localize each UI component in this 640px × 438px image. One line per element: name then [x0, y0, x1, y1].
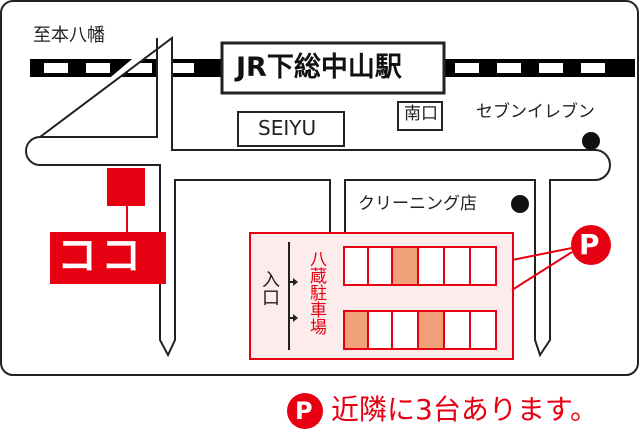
parking-entrance-label: 入口 [259, 270, 280, 306]
south-exit-box [397, 101, 443, 131]
footer-note: 近隣に3台あります。 [331, 393, 599, 426]
parking-row-top [343, 246, 497, 286]
seven-eleven-label: セブンイレブン [476, 102, 595, 122]
footer-p-symbol: P [295, 397, 313, 425]
station-name: JR下総中山駅 [236, 52, 402, 83]
here-marker-label: ココ [57, 233, 145, 279]
here-marker [50, 168, 166, 284]
parking-p-circle [571, 225, 611, 265]
station-box [220, 41, 446, 95]
south-exit-label: 南口 [404, 104, 438, 124]
cleaning-shop-label: クリーニング店 [358, 194, 477, 214]
seiyu-box [237, 111, 345, 147]
parking-row-bottom [343, 310, 497, 350]
footer-p-circle [287, 393, 323, 429]
seiyu-label: SEIYU [258, 116, 317, 140]
seven-eleven-dot [582, 132, 600, 150]
direction-label: 至本八幡 [33, 25, 105, 46]
parking-name-label: 八蔵駐車場 [306, 250, 326, 335]
parking-p-symbol: P [579, 228, 600, 261]
cleaning-shop-dot [511, 195, 529, 213]
parking-lot [249, 232, 573, 360]
